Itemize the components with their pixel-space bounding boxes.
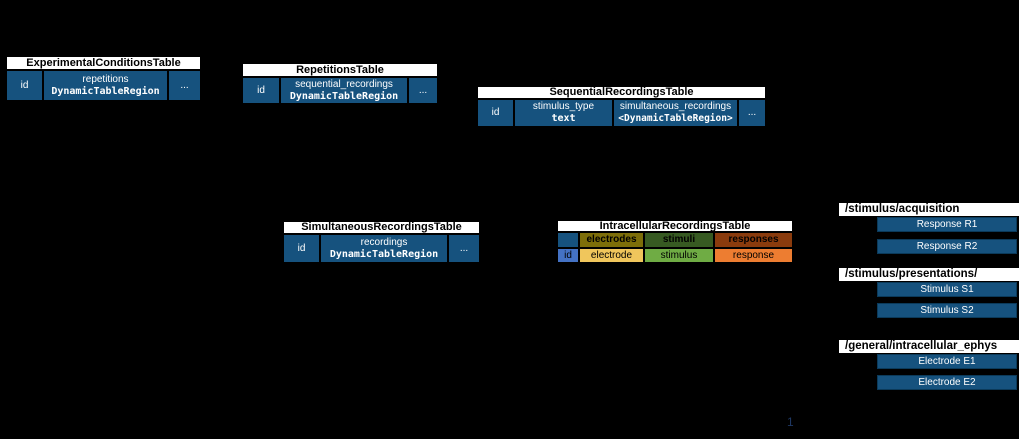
cell-text: responses [728, 234, 779, 245]
category-row: electrodes stimuli responses [557, 232, 793, 248]
cell-type-text: DynamicTableRegion [51, 85, 160, 97]
cell-text: simultaneous_recordings [619, 101, 732, 112]
cell-id: id [6, 70, 43, 101]
cell-repetitions: repetitions DynamicTableRegion [43, 70, 168, 101]
table-row: id sequential_recordings DynamicTableReg… [242, 77, 438, 104]
response-r1-box: Response R1 [877, 217, 1017, 232]
group-header-stimulus-acquisition: /stimulus/acquisition [839, 203, 1019, 216]
electrode-e1-box: Electrode E1 [877, 354, 1017, 369]
group-header-stimulus-presentations: /stimulus/presentations/ [839, 268, 1019, 281]
cell-text: ... [418, 84, 428, 96]
cell-id: id [242, 77, 280, 104]
cell-text: ... [459, 242, 469, 254]
cell-more: ... [448, 234, 480, 263]
table-title: SequentialRecordingsTable [477, 86, 766, 99]
cell-text: id [564, 249, 572, 261]
table-experimental-conditions: ExperimentalConditionsTable id repetitio… [6, 56, 201, 101]
cell-response: response [714, 248, 793, 263]
cell-simultaneous-recordings: simultaneous_recordings <DynamicTableReg… [613, 99, 738, 127]
cell-type-text: <DynamicTableRegion> [618, 113, 733, 124]
cell-text: response [732, 249, 775, 261]
stimulus-s1-box: Stimulus S1 [877, 282, 1017, 297]
cell-type-text: DynamicTableRegion [329, 248, 439, 260]
table-title: IntracellularRecordingsTable [557, 220, 793, 232]
cell-blank [557, 232, 579, 248]
table-row: id stimulus_type text simultaneous_recor… [477, 99, 766, 127]
cell-id: id [283, 234, 320, 263]
table-row: id repetitions DynamicTableRegion ... [6, 70, 201, 101]
table-repetitions: RepetitionsTable id sequential_recording… [242, 63, 438, 104]
cell-type-text: DynamicTableRegion [289, 90, 399, 102]
cell-text: id [257, 84, 265, 96]
stimulus-s2-box: Stimulus S2 [877, 303, 1017, 318]
cell-responses: responses [714, 232, 793, 248]
cell-text: id [491, 107, 500, 118]
cell-type-text: text [551, 113, 576, 124]
cell-text: electrode [590, 249, 633, 261]
cell-id: id [557, 248, 579, 263]
cell-text: repetitions [82, 73, 129, 85]
cell-recordings: recordings DynamicTableRegion [320, 234, 448, 263]
cell-stimulus-type: stimulus_type text [514, 99, 613, 127]
table-title: RepetitionsTable [242, 63, 438, 77]
cell-more: ... [408, 77, 438, 104]
cell-text: recordings [360, 236, 408, 248]
cell-stimuli: stimuli [644, 232, 714, 248]
cell-sequential-recordings: sequential_recordings DynamicTableRegion [280, 77, 408, 104]
cell-more: ... [738, 99, 766, 127]
table-title: SimultaneousRecordingsTable [283, 221, 480, 234]
table-simultaneous-recordings: SimultaneousRecordingsTable id recording… [283, 221, 480, 263]
cell-electrode: electrode [579, 248, 644, 263]
cell-stimulus: stimulus [644, 248, 714, 263]
cell-text: ... [747, 107, 757, 118]
response-r2-box: Response R2 [877, 239, 1017, 254]
cell-more: ... [168, 70, 201, 101]
cell-id: id [477, 99, 514, 127]
column-row: id electrode stimulus response [557, 248, 793, 263]
cell-electrodes: electrodes [579, 232, 644, 248]
group-header-general-intracellular-ephys: /general/intracellular_ephys [839, 340, 1019, 353]
cell-text: id [297, 242, 306, 254]
cell-text: electrodes [586, 234, 637, 245]
table-title: ExperimentalConditionsTable [6, 56, 201, 70]
cell-text: sequential_recordings [295, 78, 393, 90]
page-number: 1 [787, 415, 794, 429]
electrode-e2-box: Electrode E2 [877, 375, 1017, 390]
table-row: id recordings DynamicTableRegion ... [283, 234, 480, 263]
cell-text: ... [180, 79, 189, 91]
table-intracellular-recordings: IntracellularRecordingsTable electrodes … [557, 220, 793, 263]
cell-text: stimuli [662, 234, 696, 245]
table-sequential-recordings: SequentialRecordingsTable id stimulus_ty… [477, 86, 766, 127]
cell-text: stimulus [660, 249, 698, 261]
cell-text: id [20, 79, 29, 91]
cell-text: stimulus_type [532, 101, 595, 112]
